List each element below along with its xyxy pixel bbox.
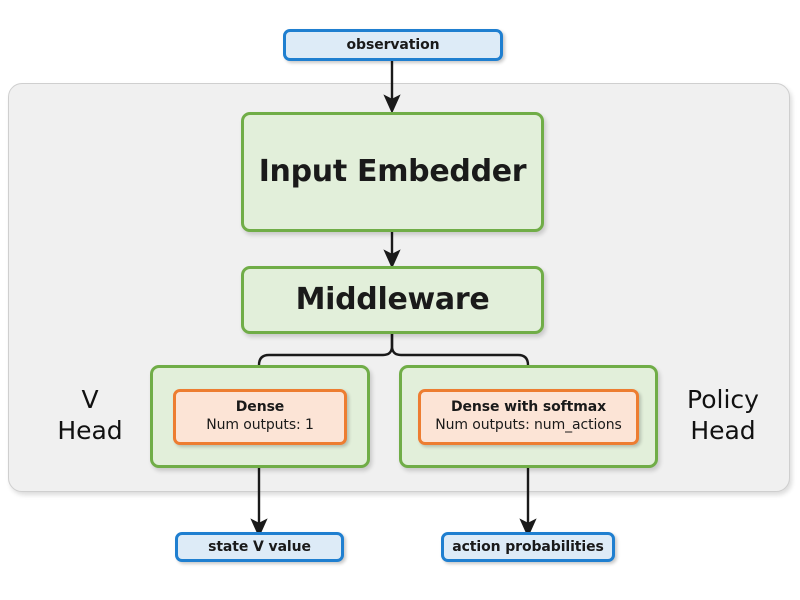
state-v-value-box[interactable]: state V value <box>175 532 344 562</box>
policy-head-dense-box[interactable]: Dense with softmax Num outputs: num_acti… <box>418 388 639 445</box>
v-head-caption-line2: Head <box>57 415 123 445</box>
state-v-value-label: state V value <box>208 538 311 555</box>
policy-head-dense-title: Dense with softmax <box>450 399 607 416</box>
action-probabilities-box[interactable]: action probabilities <box>441 532 615 562</box>
v-head-group[interactable]: Dense Num outputs: 1 <box>150 365 370 468</box>
policy-head-dense-subtitle: Num outputs: num_actions <box>435 417 622 433</box>
input-embedder-label: Input Embedder <box>258 154 527 190</box>
policy-head-group[interactable]: Dense with softmax Num outputs: num_acti… <box>399 365 658 468</box>
policy-head-caption-line2: Head <box>690 415 756 445</box>
policy-head-caption: Policy Head <box>668 385 778 446</box>
v-head-caption: V Head <box>40 385 140 446</box>
v-head-dense-box[interactable]: Dense Num outputs: 1 <box>173 388 347 445</box>
action-probabilities-label: action probabilities <box>452 538 604 555</box>
policy-head-caption-line1: Policy <box>687 385 759 414</box>
input-embedder-box[interactable]: Input Embedder <box>241 112 544 232</box>
v-head-caption-line1: V <box>81 385 99 414</box>
observation-box[interactable]: observation <box>283 29 503 61</box>
v-head-dense-subtitle: Num outputs: 1 <box>206 417 314 433</box>
v-head-dense-title: Dense <box>235 399 285 416</box>
middleware-label: Middleware <box>295 282 490 318</box>
observation-label: observation <box>346 36 440 53</box>
middleware-box[interactable]: Middleware <box>241 266 544 334</box>
